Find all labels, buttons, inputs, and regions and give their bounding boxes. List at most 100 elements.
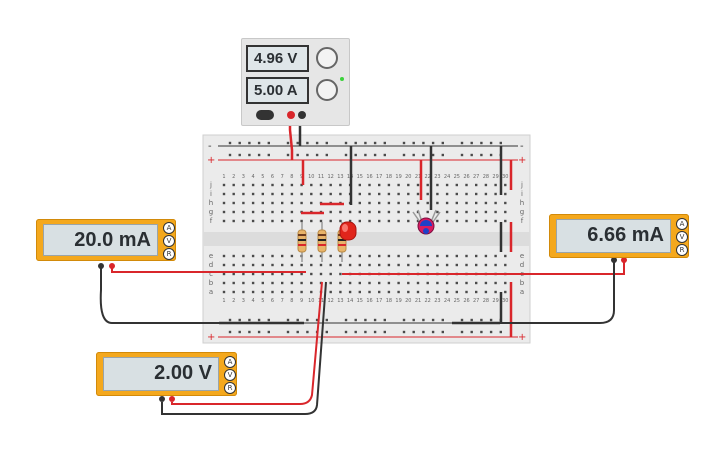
breadboard-hole[interactable]: [232, 272, 235, 276]
breadboard-hole[interactable]: [455, 263, 458, 267]
breadboard-hole[interactable]: [494, 210, 497, 214]
breadboard-hole[interactable]: [242, 210, 245, 214]
breadboard-hole[interactable]: [484, 192, 488, 196]
resistor[interactable]: [317, 222, 327, 262]
breadboard-hole[interactable]: [402, 153, 406, 157]
breadboard-hole[interactable]: [232, 219, 235, 223]
breadboard-hole[interactable]: [358, 281, 361, 285]
breadboard-hole[interactable]: [271, 219, 274, 223]
breadboard-hole[interactable]: [251, 192, 255, 196]
breadboard-hole[interactable]: [455, 219, 458, 223]
breadboard-hole[interactable]: [271, 263, 274, 267]
voltmeter-black-wire[interactable]: [161, 281, 327, 415]
breadboard-hole[interactable]: [445, 192, 449, 196]
breadboard-hole[interactable]: [368, 210, 371, 214]
breadboard-hole[interactable]: [455, 281, 458, 285]
breadboard-hole[interactable]: [232, 263, 235, 267]
breadboard-hole[interactable]: [436, 201, 439, 205]
breadboard-hole[interactable]: [319, 183, 323, 187]
breadboard-hole[interactable]: [329, 210, 332, 214]
breadboard-hole[interactable]: [325, 330, 328, 334]
breadboard-hole[interactable]: [416, 281, 420, 285]
breadboard-hole[interactable]: [261, 272, 264, 276]
breadboard-hole[interactable]: [339, 254, 342, 258]
breadboard-hole[interactable]: [416, 192, 420, 196]
breadboard-hole[interactable]: [407, 210, 410, 214]
breadboard-hole[interactable]: [222, 219, 226, 223]
breadboard-hole[interactable]: [460, 153, 464, 157]
breadboard-hole[interactable]: [373, 141, 377, 145]
breadboard-hole[interactable]: [261, 254, 264, 258]
breadboard-hole[interactable]: [475, 290, 478, 294]
right-ammeter-black-wire[interactable]: [452, 260, 615, 324]
breadboard-hole[interactable]: [358, 219, 361, 223]
breadboard-hole[interactable]: [271, 254, 274, 258]
breadboard-hole[interactable]: [310, 183, 313, 187]
breadboard-hole[interactable]: [310, 192, 313, 196]
breadboard-hole[interactable]: [290, 192, 294, 196]
breadboard-hole[interactable]: [494, 219, 497, 223]
voltmeter-multimeter[interactable]: 2.00 V A V R: [96, 352, 237, 396]
breadboard-hole[interactable]: [310, 219, 313, 223]
probe-plug[interactable]: [169, 396, 175, 402]
breadboard-hole[interactable]: [368, 219, 371, 223]
breadboard-hole[interactable]: [484, 281, 488, 285]
breadboard-hole[interactable]: [494, 290, 497, 294]
breadboard-hole[interactable]: [431, 330, 435, 334]
breadboard-hole[interactable]: [348, 290, 352, 294]
right-ammeter-red-wire[interactable]: [342, 260, 625, 275]
breadboard-hole[interactable]: [251, 263, 255, 267]
breadboard-hole[interactable]: [296, 141, 299, 145]
breadboard-hole[interactable]: [354, 330, 357, 334]
breadboard-hole[interactable]: [383, 318, 386, 322]
breadboard-hole[interactable]: [426, 201, 429, 205]
breadboard-hole[interactable]: [422, 141, 425, 145]
breadboard-hole[interactable]: [290, 254, 294, 258]
breadboard-hole[interactable]: [445, 201, 449, 205]
breadboard-hole[interactable]: [290, 263, 294, 267]
breadboard-hole[interactable]: [271, 210, 274, 214]
breadboard-hole[interactable]: [222, 281, 226, 285]
breadboard-hole[interactable]: [271, 290, 274, 294]
breadboard-hole[interactable]: [441, 153, 444, 157]
breadboard-hole[interactable]: [465, 201, 468, 205]
breadboard-hole[interactable]: [436, 219, 439, 223]
breadboard-hole[interactable]: [267, 330, 270, 334]
breadboard-hole[interactable]: [339, 281, 342, 285]
breadboard-hole[interactable]: [319, 272, 323, 276]
breadboard-hole[interactable]: [232, 210, 235, 214]
breadboard-hole[interactable]: [238, 141, 241, 145]
breadboard-hole[interactable]: [222, 183, 226, 187]
breadboard-hole[interactable]: [290, 272, 294, 276]
breadboard-hole[interactable]: [222, 272, 226, 276]
breadboard-hole[interactable]: [484, 263, 488, 267]
breadboard-hole[interactable]: [358, 210, 361, 214]
breadboard-hole[interactable]: [339, 183, 342, 187]
breadboard-hole[interactable]: [354, 318, 357, 322]
breadboard-hole[interactable]: [465, 290, 468, 294]
breadboard-hole[interactable]: [475, 210, 478, 214]
breadboard-hole[interactable]: [407, 192, 410, 196]
breadboard-hole[interactable]: [271, 192, 274, 196]
breadboard-hole[interactable]: [484, 254, 488, 258]
breadboard-hole[interactable]: [251, 281, 255, 285]
breadboard-hole[interactable]: [383, 330, 386, 334]
breadboard-hole[interactable]: [407, 254, 410, 258]
breadboard-hole[interactable]: [261, 201, 264, 205]
breadboard-hole[interactable]: [484, 183, 488, 187]
breadboard-hole[interactable]: [397, 183, 400, 187]
red-led[interactable]: [339, 221, 357, 241]
breadboard-hole[interactable]: [310, 290, 313, 294]
breadboard-hole[interactable]: [364, 153, 367, 157]
voltmeter-red-wire[interactable]: [171, 281, 323, 405]
breadboard-hole[interactable]: [290, 183, 294, 187]
breadboard-hole[interactable]: [489, 153, 493, 157]
breadboard-hole[interactable]: [257, 318, 261, 322]
breadboard-hole[interactable]: [494, 192, 497, 196]
breadboard-hole[interactable]: [251, 290, 255, 294]
breadboard-hole[interactable]: [378, 254, 381, 258]
breadboard-hole[interactable]: [232, 290, 235, 294]
breadboard-hole[interactable]: [368, 290, 371, 294]
breadboard-hole[interactable]: [242, 263, 245, 267]
breadboard-hole[interactable]: [325, 153, 328, 157]
